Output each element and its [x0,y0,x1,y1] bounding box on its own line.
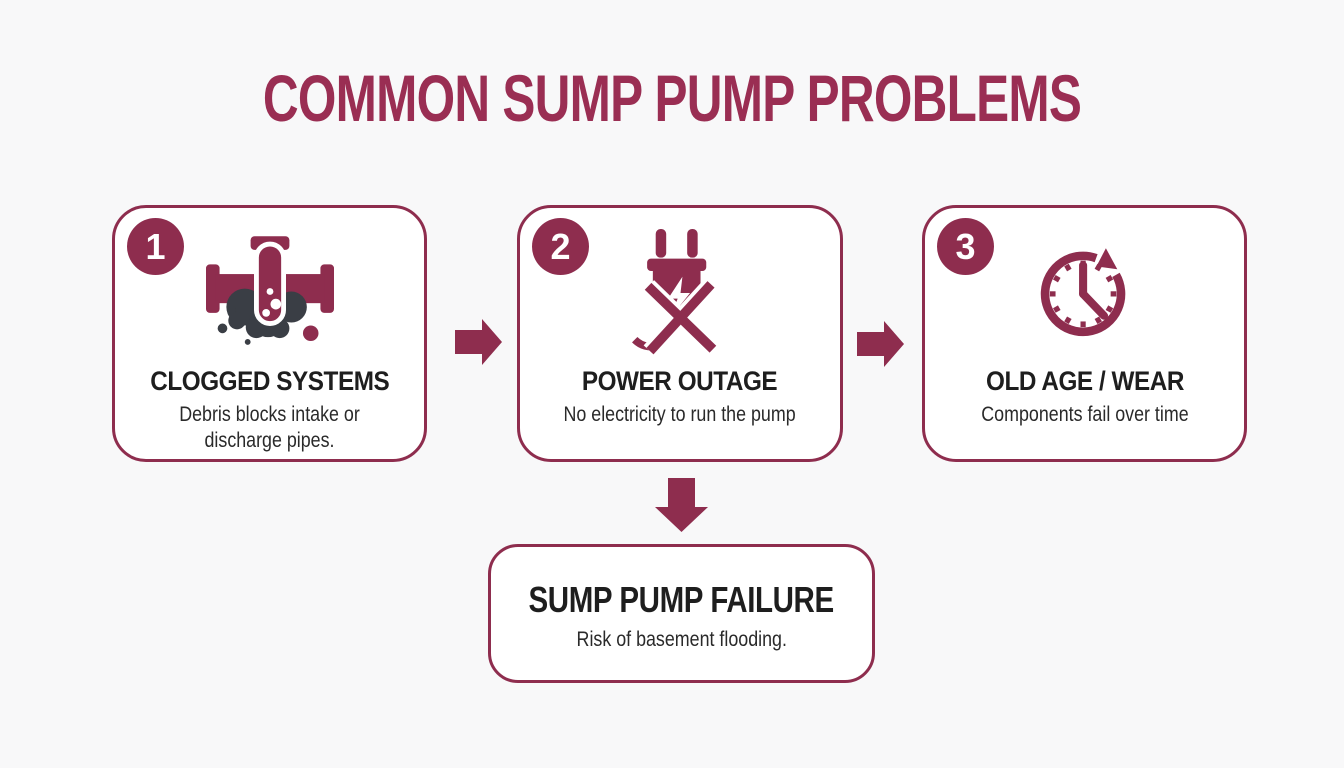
step-badge-1: 1 [127,218,184,275]
step-number: 1 [145,225,166,267]
problem-card-old-age-wear: 3 [922,205,1247,462]
card-description: No electricity to run the pump [563,403,797,426]
step-number: 3 [955,225,976,267]
step-badge-2: 2 [532,218,589,275]
aging-clock-icon [1040,248,1125,337]
card-title: CLOGGED SYSTEMS [149,366,389,396]
card-title: OLD AGE / WEAR [985,366,1184,396]
flow-arrow-right-2 [857,321,904,367]
problem-card-power-outage: 2 POWER [517,205,843,462]
result-card-sump-pump-failure: SUMP PUMP FAILURE Risk of basement flood… [488,544,875,683]
step-number: 2 [550,225,571,267]
result-description: Risk of basement flooding. [576,628,787,651]
card-icon-area [629,229,732,355]
card-icon-area [1028,230,1142,354]
step-badge-3: 3 [937,218,994,275]
clogged-pipe-icon [205,235,334,345]
card-description: Components fail over time [980,403,1189,426]
card-icon-area [205,230,334,354]
result-title: SUMP PUMP FAILURE [528,579,835,620]
flow-arrow-right-1 [455,319,502,365]
problem-card-clogged-systems: 1 [112,205,427,462]
page-title: COMMON SUMP PUMP PROBLEMS [262,61,1082,135]
card-title: POWER OUTAGE [582,366,778,396]
card-description: Debris blocks intake or discharge pipes. [179,403,360,452]
flow-arrow-down [655,478,708,532]
unplugged-power-icon [631,229,719,355]
